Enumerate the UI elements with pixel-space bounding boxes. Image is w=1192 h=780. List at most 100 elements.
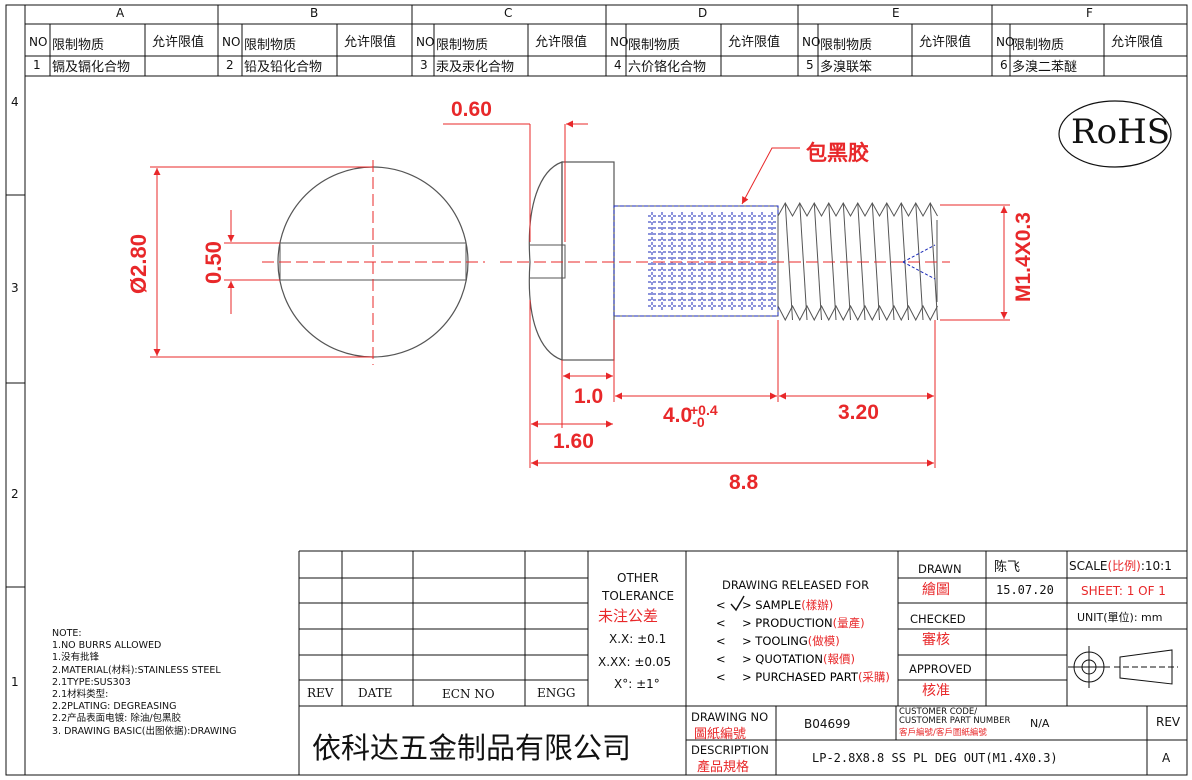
sheet-label: SHEET:	[1081, 584, 1123, 598]
row-substance: 镉及镉化合物	[52, 60, 131, 75]
customer-code-en-1: CUSTOMER CODE/	[899, 707, 978, 717]
scale-label: SCALE	[1069, 559, 1108, 573]
release-option-label: SAMPLE	[755, 598, 802, 612]
col-substance-header: 限制物质	[820, 38, 873, 53]
date-header: DATE	[358, 686, 393, 700]
note-line: 2.1材料类型:	[52, 689, 109, 701]
dim-head-length: 1.60	[553, 430, 594, 453]
release-option-label: TOOLING	[755, 634, 808, 648]
note-line: 2.MATERIAL(材料):STAINLESS STEEL	[52, 664, 221, 676]
drawn-by: 陈飞	[994, 560, 1021, 575]
dim-head-diameter: Ø2.80	[126, 234, 151, 294]
dim-total-length: 8.8	[729, 471, 759, 494]
tolerance-deg: X°: ±1°	[614, 677, 660, 691]
sheet-frame	[5, 4, 1188, 776]
checked-en: CHECKED	[910, 612, 966, 626]
notes-title: NOTE:	[52, 628, 82, 639]
release-option-label: QUOTATION	[755, 652, 823, 666]
unit-value: mm	[1141, 611, 1163, 624]
note-line: 2.2PLATING: DEGREASING	[52, 701, 177, 713]
row-no: 6	[1000, 58, 1008, 72]
approved-cn: 核准	[922, 683, 950, 699]
release-option-quotation: <> QUOTATION(報價)	[716, 652, 855, 666]
row-no: 1	[33, 58, 41, 72]
tolerance-cn: 未注公差	[598, 607, 659, 625]
zone-col-d: D	[698, 6, 708, 20]
sheet-value: 1 OF 1	[1126, 584, 1166, 598]
col-no-header: NO	[996, 35, 1015, 49]
rohs-stamp	[1058, 100, 1172, 168]
col-no-header: NO	[29, 35, 48, 49]
note-line: 1.没有批锋	[52, 652, 100, 664]
zone-row-2: 2	[11, 487, 19, 501]
ecn-header: ECN NO	[442, 687, 495, 701]
row-substance: 铅及铅化合物	[244, 60, 323, 75]
row-substance: 汞及汞化合物	[436, 60, 515, 75]
dim-body-tol-plus: +0.4	[690, 402, 718, 418]
col-no-header: NO	[416, 35, 435, 49]
rev-header: REV	[307, 686, 334, 700]
col-substance-header: 限制物质	[52, 38, 105, 53]
release-options: <> SAMPLE(樣辦)<> PRODUCTION(量產)<> TOOLING…	[716, 596, 890, 686]
zone-row-1: 1	[11, 675, 19, 689]
checkmark-icon	[730, 595, 745, 612]
dim-slot-depth: 0.60	[451, 98, 492, 121]
dim-body-length-value: 4.0	[663, 404, 693, 427]
description-cn: 產品規格	[697, 760, 750, 775]
row-no: 5	[806, 58, 814, 72]
col-substance-header: 限制物质	[244, 38, 297, 53]
row-substance: 多溴二苯醚	[1012, 60, 1078, 75]
scale-cn: (比例)	[1107, 559, 1141, 573]
note-line: 2.1TYPE:SUS303	[52, 676, 131, 688]
note-line: 3. DRAWING BASIC(出图依据):DRAWING	[52, 725, 237, 737]
release-option-production: <> PRODUCTION(量產)	[716, 616, 865, 630]
drawn-date: 15.07.20	[996, 583, 1054, 597]
release-option-cn: (量產)	[832, 616, 865, 630]
row-no: 4	[614, 58, 622, 72]
dim-body-tol-minus: -0	[692, 414, 705, 430]
col-limit-header: 允许限值	[344, 35, 397, 50]
approved-en: APPROVED	[909, 662, 972, 676]
col-limit-header: 允许限值	[728, 35, 781, 50]
release-option-cn: (樣辦)	[801, 598, 834, 612]
release-option-cn: (采購)	[857, 670, 890, 684]
drawn-cn: 繪圖	[922, 582, 950, 598]
drawn-en: DRAWN	[918, 562, 962, 576]
col-substance-header: 限制物质	[628, 38, 681, 53]
release-option-cn: (報價)	[823, 652, 855, 666]
col-substance-header: 限制物质	[1012, 38, 1065, 53]
notes-block: NOTE: 1.NO BURRS ALLOWED 1.没有批锋 2.MATERI…	[52, 628, 237, 738]
restricted-substance-table	[25, 24, 1187, 77]
zone-col-c: C	[504, 6, 513, 20]
dim-slot-width: 0.50	[201, 241, 226, 284]
release-option-label: PRODUCTION	[755, 616, 833, 630]
release-option-cn: (做模)	[807, 634, 840, 648]
description-value: LP-2.8X8.8 SS PL DEG OUT(M1.4X0.3)	[812, 751, 1058, 765]
row-substance: 六价铬化合物	[628, 60, 707, 75]
zone-col-a: A	[116, 6, 125, 20]
dim-thread: M1.4X0.3	[1012, 212, 1035, 302]
col-limit-header: 允许限值	[535, 35, 588, 50]
release-title: DRAWING RELEASED FOR	[722, 578, 870, 592]
rohs-label: RoHS	[1071, 112, 1171, 152]
description-en: DESCRIPTION	[691, 743, 769, 757]
zone-row-3: 3	[11, 281, 19, 295]
projection-symbol	[1068, 646, 1178, 688]
drawing-no-en: DRAWING NO	[691, 710, 769, 724]
col-no-header: NO	[802, 35, 821, 49]
title-block-grid	[298, 550, 1187, 775]
unit-field: UNIT(單位): mm	[1077, 609, 1162, 625]
col-limit-header: 允许限值	[152, 35, 205, 50]
col-no-header: NO	[610, 35, 629, 49]
note-line: 1.NO BURRS ALLOWED	[52, 640, 162, 652]
row-no: 2	[226, 58, 234, 72]
rev-label: REV	[1156, 715, 1181, 729]
end-view	[150, 160, 485, 365]
engg-header: ENGG	[537, 686, 576, 700]
company-name: 依科达五金制品有限公司	[312, 731, 632, 765]
tolerance-title-2: TOLERANCE	[602, 589, 675, 603]
tolerance-title-1: OTHER	[617, 571, 659, 585]
release-option-sample: <> SAMPLE(樣辦)	[716, 598, 834, 612]
row-no: 3	[420, 58, 428, 72]
